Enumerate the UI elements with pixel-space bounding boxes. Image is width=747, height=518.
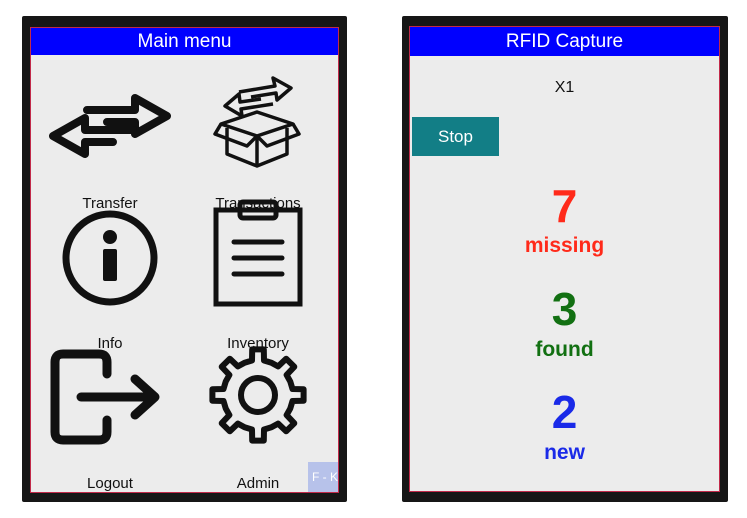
info-icon (62, 210, 158, 306)
tile-label: Logout (87, 475, 133, 492)
tile-label: Transfer (82, 195, 138, 212)
inventory-tile[interactable]: Inventory (183, 199, 333, 352)
rfid-screen: RFID Capture X1 Stop 7 missing 3 found 2… (409, 26, 720, 492)
clipboard-icon (213, 199, 303, 307)
rfid-title: RFID Capture (410, 27, 719, 56)
logout-tile[interactable]: Logout (35, 349, 185, 492)
reader-id: X1 (554, 79, 575, 96)
tile-label: Inventory (227, 335, 289, 352)
gear-icon (209, 346, 307, 444)
logout-icon (50, 349, 160, 445)
new-label: new (544, 441, 585, 464)
transfer-arrows-icon (49, 94, 171, 158)
admin-tile[interactable]: Admin (183, 346, 333, 492)
main-menu-screen: Main menu Transfer Transactions (30, 27, 339, 493)
info-tile[interactable]: Info (35, 210, 185, 352)
found-label: found (535, 338, 594, 361)
missing-count: 7 (551, 180, 578, 232)
rfid-device: RFID Capture X1 Stop 7 missing 3 found 2… (402, 16, 728, 502)
stop-button[interactable]: Stop (412, 117, 499, 156)
version-badge: F - K (308, 462, 338, 492)
missing-label: missing (524, 234, 605, 257)
box-arrows-icon (213, 76, 301, 168)
transfer-tile[interactable]: Transfer (35, 72, 185, 212)
transactions-tile[interactable]: Transactions (183, 72, 333, 212)
found-count: 3 (551, 283, 578, 335)
main-menu-title: Main menu (31, 28, 338, 55)
new-count: 2 (551, 386, 578, 438)
main-menu-device: Main menu Transfer Transactions (22, 16, 347, 502)
tile-label: Info (97, 335, 123, 352)
tile-label: Admin (236, 475, 280, 492)
